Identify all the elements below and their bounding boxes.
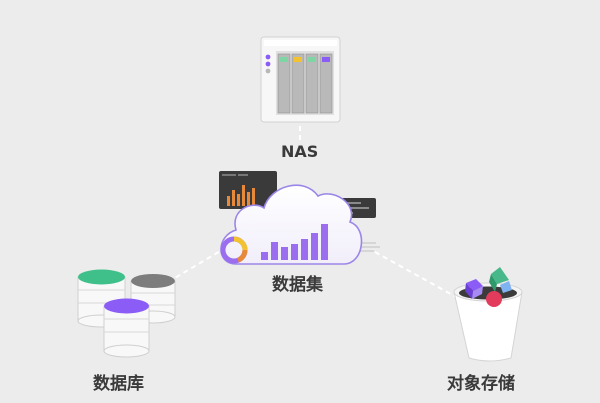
cloud-bar-chart-icon [261,224,328,260]
dark-chart-panel-icon [219,171,277,209]
database-label: 数据库 [93,374,144,394]
storage-objects-icon [465,267,512,307]
nas-drive-bays [277,53,333,114]
connector-lines [167,126,459,299]
database-purple-icon [103,298,150,358]
donut-chart-icon [220,236,248,264]
dataset-label: 数据集 [272,275,323,295]
object-storage-bucket-icon [453,267,523,362]
nas-label: NAS [281,142,319,161]
nas-device-icon [260,36,341,123]
connector-database [167,249,223,283]
object-storage-label: 对象存储 [447,374,515,394]
connector-object-storage [374,251,459,299]
database-green-icon [77,269,126,328]
